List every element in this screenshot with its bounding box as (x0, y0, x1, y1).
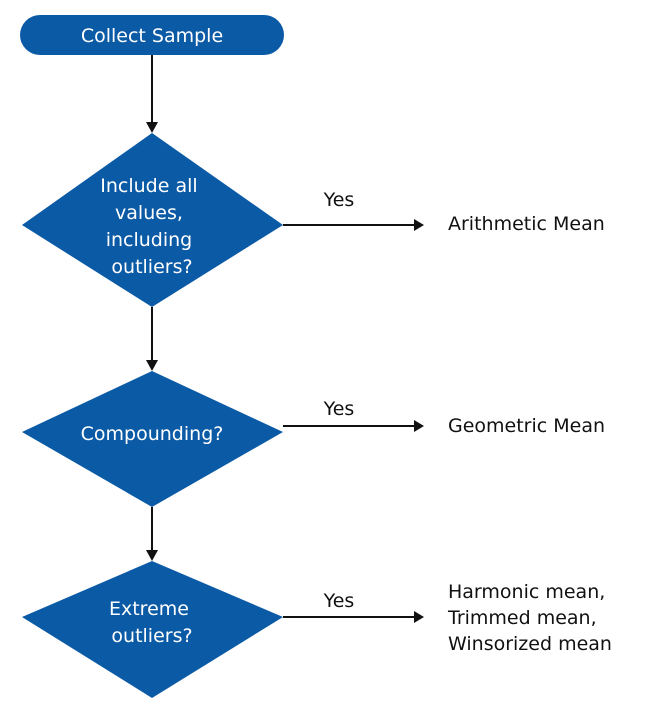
start-terminal (20, 15, 284, 55)
outcome-3-line-2: Trimmed mean, (447, 607, 597, 629)
decision-2-diamond (22, 371, 283, 507)
decision-1-line-4: outliers? (111, 256, 192, 278)
arrowhead-decision-2-to-decision-3 (146, 550, 158, 561)
outcome-3-line-1: Harmonic mean, (448, 581, 605, 603)
yes-arrowhead-3 (414, 611, 424, 623)
decision-3-line-1: Extreme (109, 598, 189, 620)
outcome-1: Arithmetic Mean (448, 213, 605, 235)
start-label: Collect Sample (81, 25, 223, 47)
yes-arrowhead-1 (414, 219, 424, 231)
outcome-2-line-1: Geometric Mean (448, 415, 605, 437)
yes-label-3: Yes (323, 590, 355, 612)
decision-1-question: Include all values, including outliers? (100, 175, 203, 278)
decision-1-line-1: Include all (100, 175, 197, 197)
decision-3-question: Extreme outliers? (109, 598, 195, 647)
decision-3-line-2: outliers? (111, 625, 192, 647)
yes-label-1: Yes (323, 189, 355, 211)
decision-1-diamond (22, 133, 283, 307)
decision-2-line-1: Compounding? (81, 423, 224, 445)
arrowhead-start-to-decision-1 (146, 122, 158, 133)
outcome-3: Harmonic mean, Trimmed mean, Winsorized … (447, 581, 612, 655)
yes-label-2: Yes (323, 398, 355, 420)
outcome-1-line-1: Arithmetic Mean (448, 213, 605, 235)
outcome-3-line-3: Winsorized mean (448, 633, 612, 655)
outcome-2: Geometric Mean (448, 415, 605, 437)
arrowhead-decision-1-to-decision-2 (146, 360, 158, 371)
decision-3-diamond (22, 561, 283, 698)
decision-2-question: Compounding? (81, 423, 224, 445)
decision-1-line-2: values, (115, 202, 183, 224)
yes-arrowhead-2 (414, 420, 424, 432)
decision-1-line-3: including (106, 229, 193, 251)
